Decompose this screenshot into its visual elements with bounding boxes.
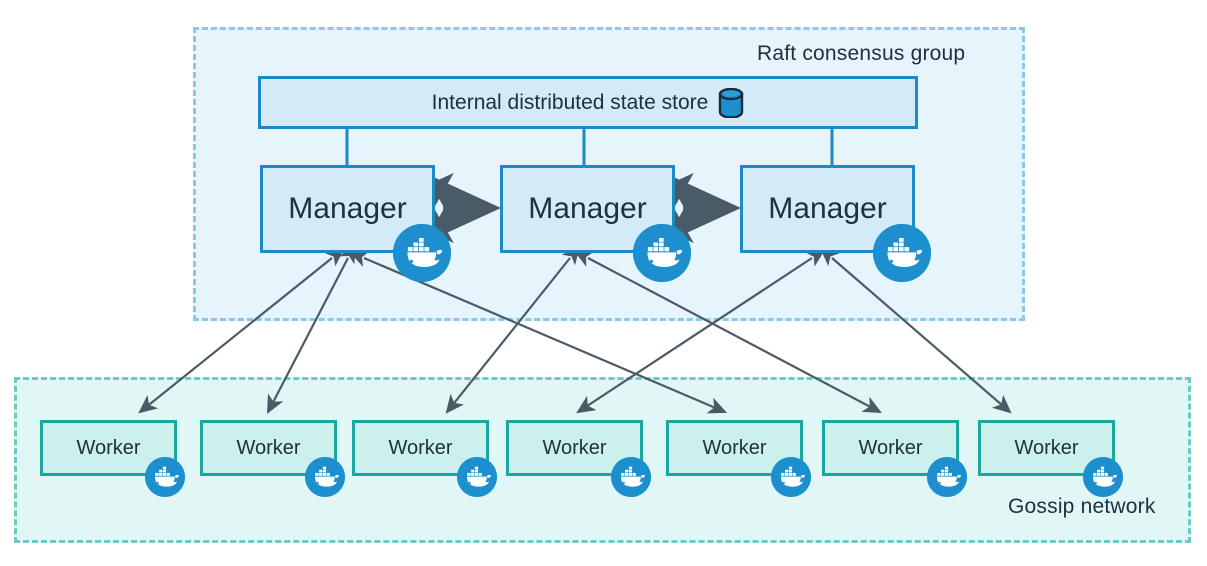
worker-label: Worker [858,436,923,459]
worker-node[interactable]: Worker [978,420,1115,476]
docker-whale-icon [457,457,497,497]
manager-label: Manager [288,192,407,225]
docker-whale-icon [145,457,185,497]
docker-whale-icon [771,457,811,497]
docker-whale-icon [393,224,451,282]
raft-consensus-group-label: Raft consensus group [757,42,966,65]
manager-label: Manager [768,192,887,225]
docker-whale-icon [305,457,345,497]
state-store-label: Internal distributed state store [431,90,709,114]
worker-label: Worker [76,436,141,459]
docker-whale-icon [611,457,651,497]
docker-whale-icon [927,457,967,497]
docker-whale-icon [633,224,691,282]
worker-label: Worker [236,436,301,459]
worker-node[interactable]: Worker [40,420,177,476]
manager-label: Manager [528,192,647,225]
worker-label: Worker [388,436,453,459]
manager-node[interactable]: Manager [500,165,675,253]
worker-label: Worker [702,436,767,459]
worker-label: Worker [1014,436,1079,459]
docker-whale-icon [1083,457,1123,497]
internal-distributed-state-store[interactable]: Internal distributed state store [258,76,918,129]
docker-whale-icon [873,224,931,282]
database-cylinder-icon [718,87,744,118]
gossip-network-label: Gossip network [1008,495,1156,518]
worker-label: Worker [542,436,607,459]
